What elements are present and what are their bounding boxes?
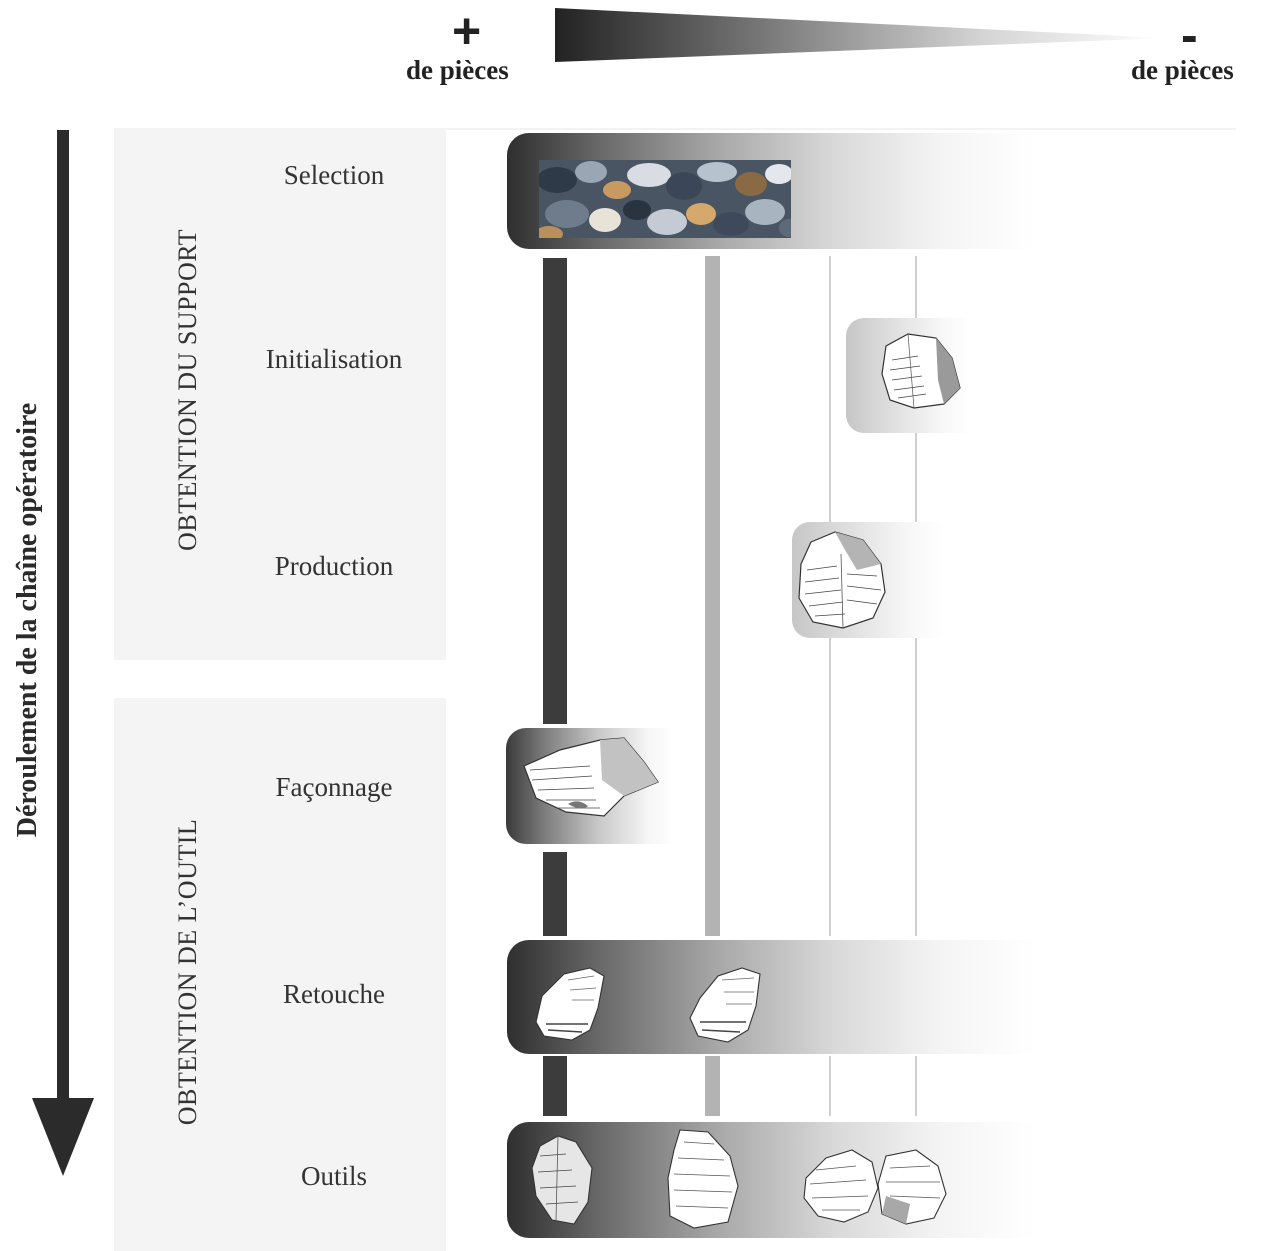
step-label-outils: Outils: [300, 1161, 367, 1191]
flint-core-icon: [798, 531, 886, 629]
flint-tool-icon: [877, 1149, 947, 1225]
phase-title-support: OBTENTION DU SUPPORT: [173, 229, 202, 551]
more-sign: +: [452, 3, 482, 59]
flint-core-icon: [881, 333, 961, 409]
flint-flake-icon: [689, 967, 761, 1043]
column-thin-2: [829, 1056, 831, 1116]
flint-tool-icon: [803, 1149, 879, 1223]
flint-flake-icon: [535, 967, 605, 1041]
pebbles-photo-icon: [539, 160, 791, 238]
phase-panel-outil: [114, 698, 446, 1251]
phase-title-outil: OBTENTION DE L’OUTIL: [173, 818, 202, 1126]
flint-flake-icon: [523, 737, 659, 817]
column-thin-4: [915, 1056, 917, 1116]
flint-tool-icon: [667, 1129, 739, 1229]
more-label: de pièces: [406, 55, 509, 85]
column-grey-medium-1: [705, 256, 720, 936]
column-dark-thick-1: [543, 258, 567, 724]
column-grey-medium-2: [705, 1056, 720, 1116]
less-label: de pièces: [1131, 55, 1234, 85]
quantity-gradient-wedge: [555, 8, 1165, 62]
process-axis-arrow: [32, 130, 94, 1176]
step-label-initialisation: Initialisation: [265, 344, 403, 374]
band-outils: [507, 1122, 1035, 1238]
less-sign: -: [1181, 7, 1198, 63]
step-label-selection: Selection: [283, 160, 385, 190]
step-label-faconnage: Façonnage: [275, 772, 393, 802]
step-label-retouche: Retouche: [283, 979, 385, 1009]
phase-panel-support: [114, 128, 446, 660]
flint-tool-icon: [531, 1135, 593, 1225]
column-dark-thick-2: [543, 852, 567, 936]
top-divider-line: [446, 128, 1236, 130]
process-axis-label: Déroulement de la chaîne opératoire: [12, 402, 43, 838]
step-label-production: Production: [274, 551, 394, 581]
column-dark-thick-3: [543, 1056, 567, 1116]
